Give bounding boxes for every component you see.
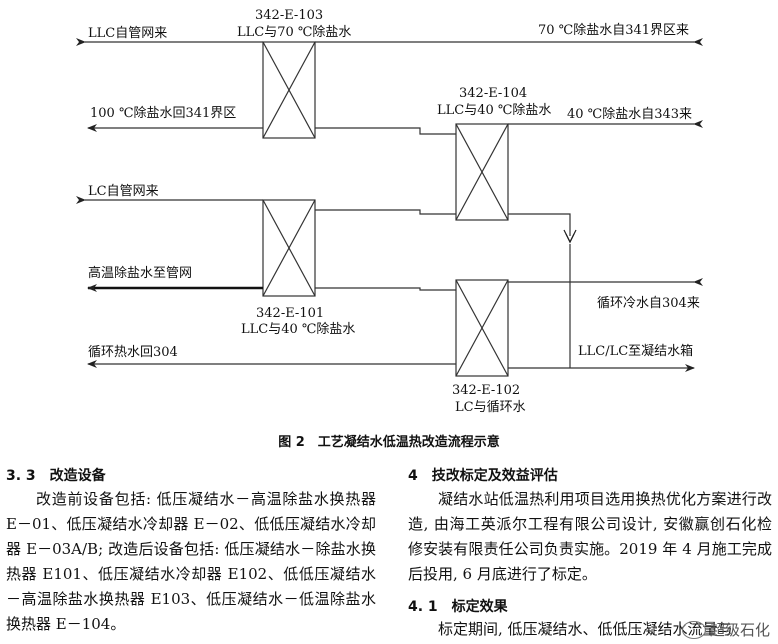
line-e104-down (508, 213, 571, 236)
label-llc-in: LLC自管网来 (88, 26, 168, 41)
label-dw40-in: 40 ℃除盐水自343来 (567, 107, 693, 122)
wechat-icon (681, 620, 706, 639)
exchanger-e104 (455, 123, 509, 221)
figure-caption: 图 2 工艺凝结水低温热改造流程示意 (278, 435, 500, 450)
paragraph-calibration: 凝结水站低温热利用项目选用换热优化方案进行改造, 由海工英派尔工程有限公司设计,… (408, 490, 772, 583)
exchanger-e102 (455, 279, 509, 377)
label-e101-tag: 342-E-101 (256, 306, 325, 321)
left-column-text: 改造前设备包括: 低压凝结水－高温除盐水换热器 E－01、低压凝结水冷却器 E－… (6, 487, 376, 637)
watermark-text: 超级石化 (709, 621, 770, 639)
line-e103-e104 (315, 127, 456, 135)
label-e104-tag: 342-E-104 (459, 86, 528, 101)
exchanger-e103 (262, 41, 316, 139)
section-heading-4: 4 技改标定及效益评估 (408, 468, 558, 484)
label-e102-tag: 342-E-102 (452, 383, 521, 398)
right-column-text: 凝结水站低温热利用项目选用换热优化方案进行改造, 由海工英派尔工程有限公司设计,… (408, 487, 772, 587)
label-cw-in: 循环冷水自304来 (597, 296, 700, 311)
label-e103-tag: 342-E-103 (255, 8, 324, 23)
section-heading-4-1: 4. 1 标定效果 (408, 599, 508, 615)
watermark: 超级石化 (681, 619, 770, 640)
label-lc-in: LC自管网来 (88, 184, 159, 199)
label-e102-desc: LC与循环水 (455, 400, 526, 415)
label-to-tank: LLC/LC至凝结水箱 (578, 344, 694, 359)
label-dw100-out: 100 ℃除盐水回341界区 (90, 106, 237, 121)
label-e104-desc: LLC与40 ℃除盐水 (437, 103, 552, 118)
label-e101-desc: LLC与40 ℃除盐水 (241, 322, 356, 337)
valve-icon (563, 229, 577, 244)
paragraph-equipment: 改造前设备包括: 低压凝结水－高温除盐水换热器 E－01、低压凝结水冷却器 E－… (6, 490, 376, 633)
line-e104-e101 (315, 209, 456, 215)
label-cw-return: 循环热水回304 (88, 345, 178, 360)
exchanger-e101 (262, 199, 316, 297)
process-flow-diagram (76, 38, 703, 377)
paragraph-effect: 标定期间, 低压凝结水、低低压凝结水流量与 (438, 620, 733, 638)
label-dw70-in: 70 ℃除盐水自341界区来 (538, 23, 690, 38)
right-column-text-2: 标定期间, 低压凝结水、低低压凝结水流量与 (408, 617, 772, 642)
label-e103-desc: LLC与70 ℃除盐水 (237, 25, 352, 40)
section-heading-3-3: 3. 3 改造设备 (6, 468, 106, 484)
label-htdw-out: 高温除盐水至管网 (88, 266, 193, 281)
line-e101-e102 (315, 287, 456, 291)
